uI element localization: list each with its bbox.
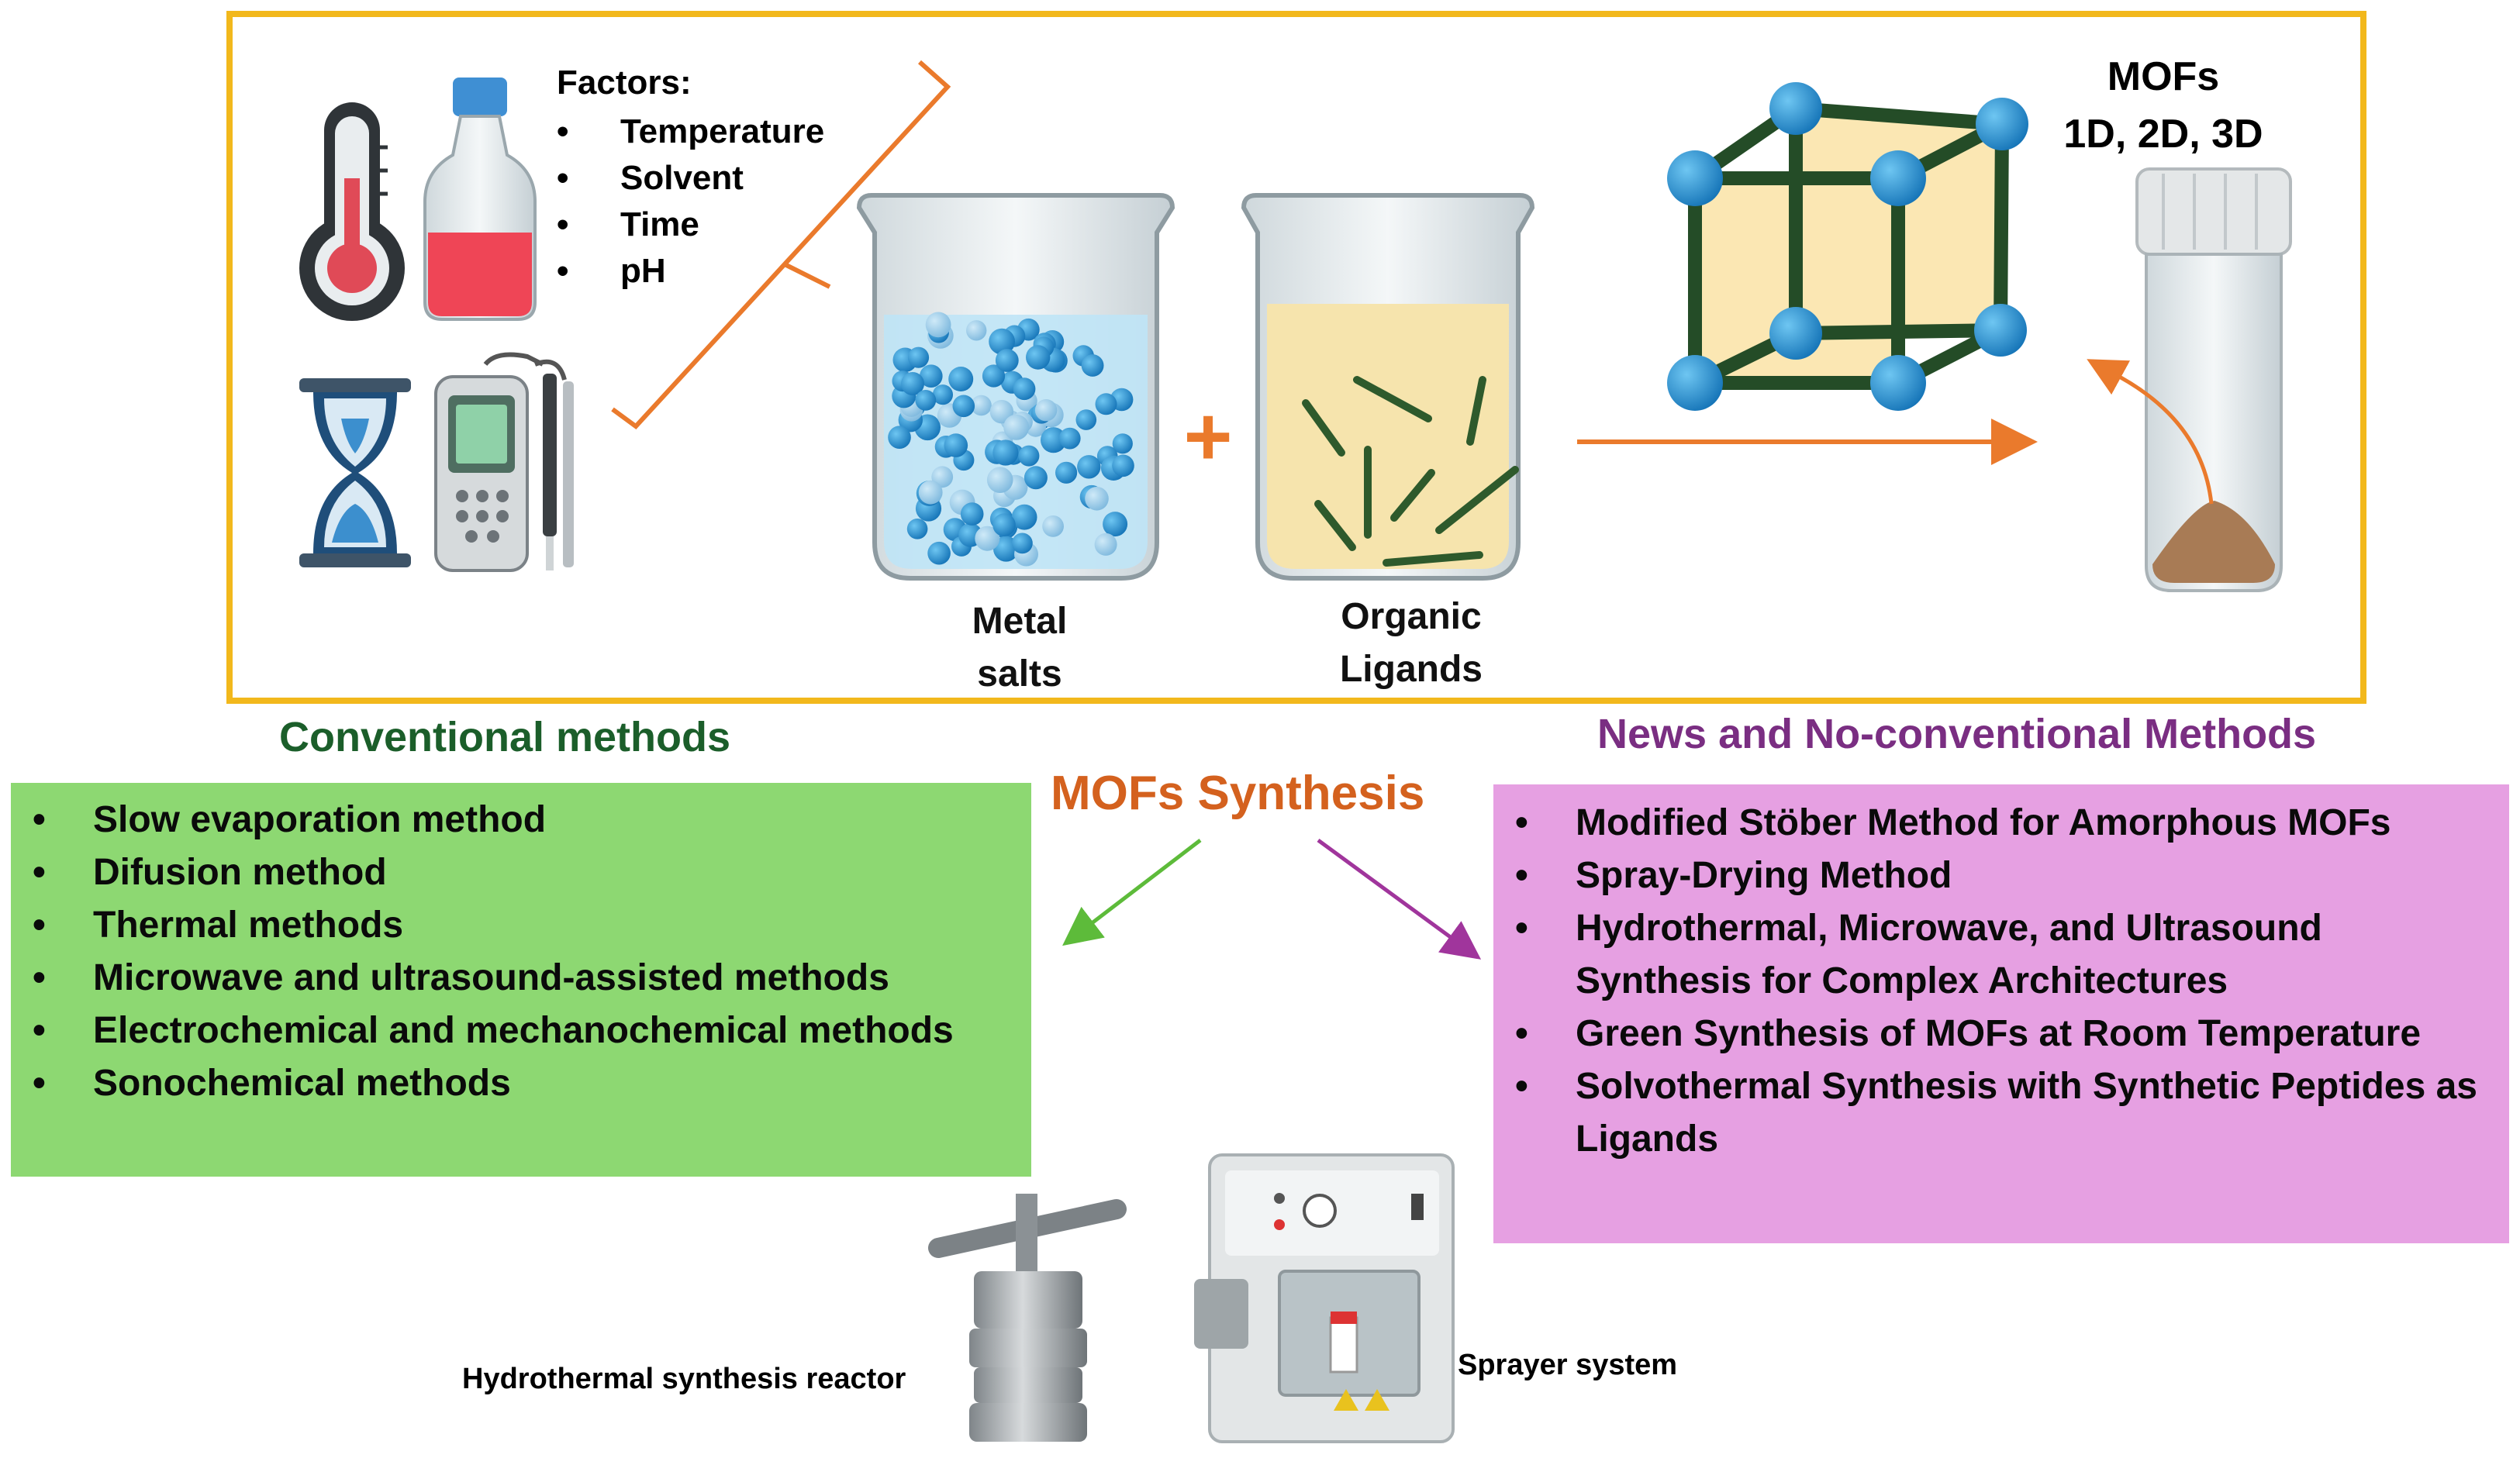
organic-ligands-line1: Organic: [1341, 596, 1482, 637]
nonconventional-item: Solvothermal Synthesis with Synthetic Pe…: [1515, 1060, 2498, 1166]
nonconventional-methods-box: Modified Stöber Method for Amorphous MOF…: [1493, 784, 2509, 1243]
metal-ion: [888, 426, 911, 449]
top-frame: [226, 11, 2366, 704]
metal-ion: [1011, 504, 1037, 530]
powder-vial-icon: [2087, 167, 2292, 592]
metal-ion: [1103, 512, 1128, 537]
arrow-to-nonconventional: [1317, 838, 1482, 960]
metal-ion: [992, 513, 1016, 536]
organic-ligands-line2: Ligands: [1339, 649, 1483, 690]
metal-ion: [982, 364, 1006, 388]
metal-ion: [1003, 414, 1030, 440]
metal-ion: [925, 312, 951, 338]
metal-ion: [1018, 445, 1040, 467]
mof-cube-icon: [1667, 82, 2028, 411]
plus-sign: +: [1183, 389, 1232, 483]
metal-ion: [1094, 533, 1117, 556]
metal-ion: [1095, 393, 1117, 415]
metal-ion: [1026, 345, 1051, 370]
hydrothermal-reactor-icon: [928, 1194, 1127, 1442]
sprayer-system-icon: [1194, 1153, 1455, 1443]
nonconventional-heading: News and No-conventional Methods: [1597, 711, 2317, 757]
arrow-to-conventional: [1062, 839, 1202, 946]
metal-ion: [966, 320, 987, 341]
metal-ion: [927, 541, 951, 565]
metal-ion: [901, 372, 924, 395]
metal-salts-line2: salts: [977, 653, 1062, 695]
nonconventional-methods-list: Modified Stöber Method for Amorphous MOF…: [1515, 797, 2498, 1166]
factor-item: pH: [557, 248, 824, 295]
metal-ion: [1034, 399, 1058, 422]
nonconventional-item: Green Synthesis of MOFs at Room Temperat…: [1515, 1008, 2498, 1060]
metal-ion: [932, 384, 953, 405]
metal-salts-caption: Metal salts: [892, 595, 1148, 701]
metal-ion: [1081, 354, 1104, 377]
metal-ion: [995, 349, 1019, 372]
conventional-methods-list: Slow evaporation method Difusion method …: [33, 794, 1016, 1110]
metal-ions: [888, 312, 1134, 567]
metal-ion: [1075, 409, 1097, 430]
metal-ion: [920, 364, 943, 388]
metal-ion: [989, 328, 1015, 355]
metal-ion: [971, 395, 992, 416]
mofs-synthesis-title: MOFs Synthesis: [1051, 767, 1425, 820]
factor-item: Solvent: [557, 155, 824, 202]
conventional-item: Slow evaporation method: [33, 794, 1016, 846]
conventional-item: Electrochemical and mechanochemical meth…: [33, 1005, 1016, 1057]
metal-ion: [1013, 377, 1036, 401]
metal-ion: [960, 502, 984, 526]
thermometer-icon: [299, 102, 405, 321]
organic-ligands-beaker: [1241, 193, 1535, 581]
mofs-label: MOFs 1D, 2D, 3D: [2032, 48, 2295, 163]
metal-ion: [907, 346, 930, 368]
metal-ion: [992, 439, 1019, 466]
metal-ion: [1058, 427, 1081, 450]
conventional-item: Microwave and ultrasound-assisted method…: [33, 952, 1016, 1005]
metal-ion: [1055, 461, 1078, 484]
metal-ion: [1112, 454, 1134, 477]
metal-ion: [915, 390, 937, 411]
metal-ion: [1112, 433, 1133, 454]
conventional-methods-box: Slow evaporation method Difusion method …: [11, 783, 1031, 1177]
conventional-item: Thermal methods: [33, 899, 1016, 952]
metal-ion: [1085, 487, 1109, 511]
metal-ion: [1024, 466, 1048, 490]
metal-ion: [906, 519, 928, 539]
conventional-heading: Conventional methods: [279, 714, 731, 760]
factor-item: Time: [557, 202, 824, 248]
metal-ion: [1041, 427, 1067, 453]
metal-salts-line1: Metal: [972, 601, 1068, 642]
mofs-label-line2: 1D, 2D, 3D: [2063, 112, 2263, 157]
organic-ligands-caption: Organic Ligands: [1272, 591, 1551, 696]
solvent-bottle-icon: [423, 78, 537, 321]
factor-item: Temperature: [557, 109, 824, 155]
metal-ion: [1042, 515, 1064, 537]
hourglass-icon: [299, 378, 411, 567]
metal-ion: [952, 395, 975, 418]
nonconventional-item: Hydrothermal, Microwave, and Ultrasound …: [1515, 902, 2498, 1008]
nonconventional-item: Modified Stöber Method for Amorphous MOF…: [1515, 797, 2498, 850]
metal-ion: [918, 480, 943, 505]
mofs-label-line1: MOFs: [2107, 54, 2220, 99]
metal-ion: [989, 400, 1014, 424]
metal-ion: [944, 433, 968, 457]
metal-ion: [975, 526, 1000, 551]
conventional-item: Difusion method: [33, 846, 1016, 899]
factors-title: Factors:: [557, 64, 692, 102]
metal-ion: [948, 367, 974, 391]
reactor-label: Hydrothermal synthesis reactor: [462, 1363, 906, 1395]
metal-ion: [1077, 455, 1101, 479]
sprayer-label: Sprayer system: [1458, 1349, 1678, 1381]
factors-list: Temperature Solvent Time pH: [557, 109, 824, 295]
nonconventional-item: Spray-Drying Method: [1515, 850, 2498, 902]
conventional-item: Sonochemical methods: [33, 1057, 1016, 1110]
ph-meter-icon: [434, 352, 574, 572]
metal-ion: [986, 467, 1013, 493]
metal-ion: [1012, 533, 1033, 554]
